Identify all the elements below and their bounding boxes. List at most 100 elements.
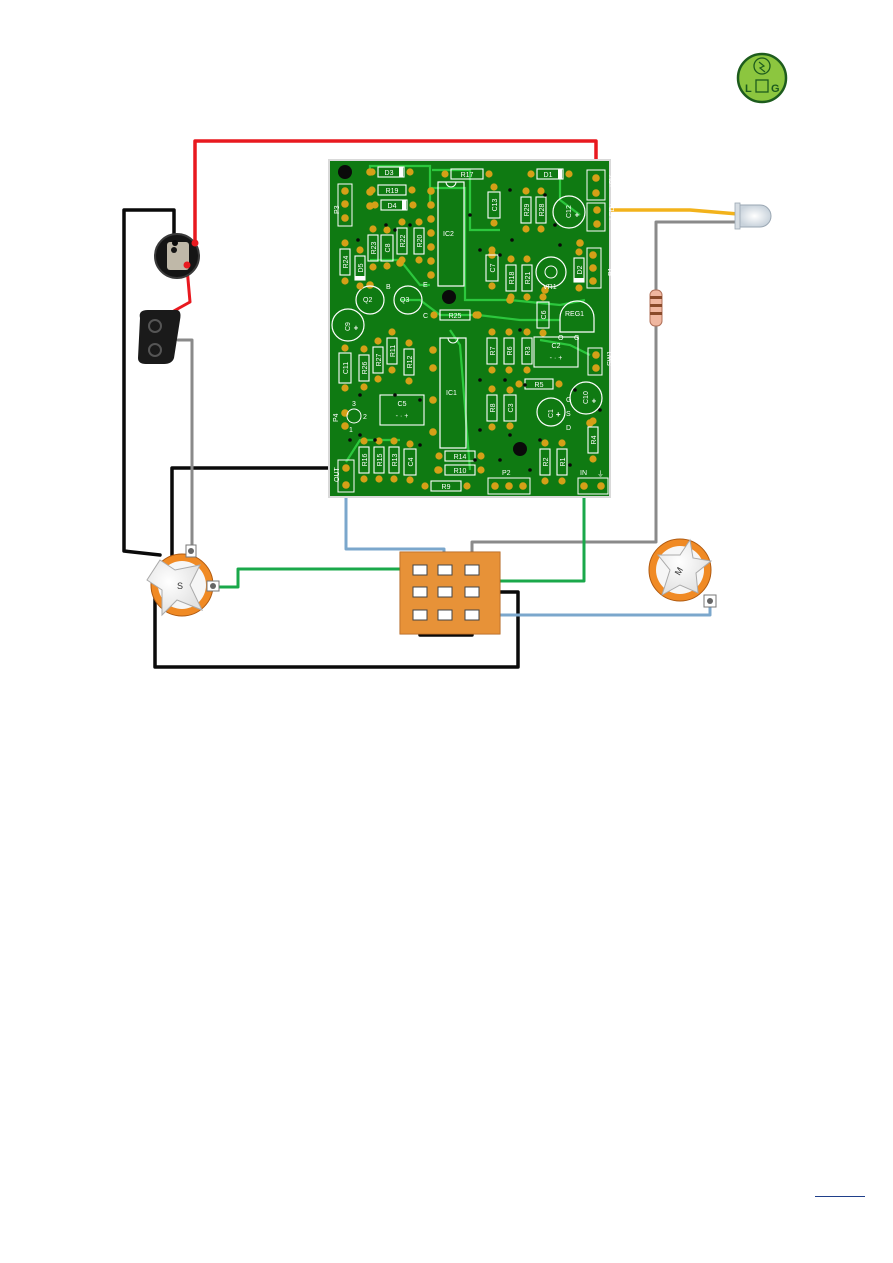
pin-label-o: O: [558, 335, 564, 342]
resistor-label: R5: [535, 382, 544, 389]
capacitor-label: C13: [492, 198, 499, 211]
via-layer: [348, 188, 602, 472]
resistor-label: R21: [525, 271, 532, 284]
via: [528, 468, 532, 472]
ground-symbol: ⏚: [597, 470, 604, 478]
via: [358, 393, 362, 397]
resistor-label: R11: [390, 345, 397, 357]
resistor-r28: R28: [535, 187, 547, 233]
diode-label: D5: [358, 263, 365, 272]
capacitor-label: C3: [508, 403, 515, 412]
wire-grey-battery: [176, 338, 194, 555]
resistor-label: R15: [377, 453, 384, 466]
wire-yellow-led: [596, 208, 740, 216]
via: [393, 228, 397, 232]
capacitor-label: C10: [583, 391, 590, 404]
via: [573, 388, 577, 392]
transistor-q2: Q2: [355, 285, 385, 315]
resistor-label: R23: [371, 241, 378, 254]
via: [478, 428, 482, 432]
ic1: IC1: [439, 337, 467, 449]
via: [510, 238, 514, 242]
plus-icon: +: [592, 397, 597, 406]
capacitor-c9: +C9: [331, 308, 365, 342]
transistor-q3: Q3: [393, 285, 423, 315]
pin-label-led: LED+: [609, 202, 616, 220]
capacitor-c3: C3: [503, 386, 517, 430]
capacitor-label: C1: [548, 409, 555, 418]
diode-d3: D3: [368, 166, 414, 178]
via: [523, 383, 527, 387]
resistor-r29: R29: [520, 187, 532, 233]
resistor-label: R22: [400, 234, 407, 247]
resistor-r12: R12: [403, 339, 415, 385]
resistor-r16: R16: [358, 437, 370, 483]
via: [518, 328, 522, 332]
resistor-r19: R19: [368, 184, 416, 196]
p4-label: P4: [333, 413, 340, 422]
plus-icon: +: [575, 211, 580, 220]
resistor-r15: R15: [373, 437, 385, 483]
pin-label-b-q2: B: [386, 284, 391, 291]
via: [418, 443, 422, 447]
led-indicator: [734, 202, 772, 230]
dc-power-jack: [154, 233, 200, 279]
via: [348, 438, 352, 442]
pin-label-s: S: [566, 411, 571, 418]
capacitor-label: C7: [490, 263, 497, 272]
resistor-label: R24: [343, 255, 350, 268]
output-jack-label: S: [177, 581, 183, 591]
via: [508, 188, 512, 192]
capacitor-label: C11: [343, 362, 350, 374]
resistor-label: R9: [442, 484, 451, 491]
via: [543, 193, 547, 197]
resistor-r24: R24: [339, 239, 351, 285]
wire-green-out-jack: [216, 567, 412, 589]
diode-label: D2: [577, 265, 584, 274]
pin-label-d: D: [566, 425, 571, 432]
resistor-r9: R9: [421, 480, 471, 492]
resistor-r3: R3: [521, 328, 533, 374]
led-resistor: [649, 289, 663, 327]
p4-pin-1: 1: [349, 427, 353, 434]
capacitor-c10: +C10: [569, 381, 603, 415]
via: [473, 458, 477, 462]
resistor-r2: R2: [539, 439, 551, 485]
resistor-label: R7: [490, 346, 497, 355]
pin-label-in: IN: [580, 470, 587, 477]
logo-letter-g: G: [771, 83, 780, 95]
pin-label-out: OUT: [334, 467, 341, 483]
capacitor-c2: C2- · +: [533, 336, 579, 368]
via: [498, 253, 502, 257]
resistor-label: R28: [539, 203, 546, 216]
p2-label: P2: [502, 470, 511, 477]
capacitor-label: C6: [541, 310, 548, 319]
capacitor-c13: C13: [487, 183, 501, 227]
capacitor-label: C5: [398, 401, 407, 408]
capacitor-label: C4: [408, 457, 415, 466]
via: [418, 398, 422, 402]
logo: L G: [736, 52, 788, 104]
resistor-label: R16: [362, 453, 369, 466]
resistor-r17: R17: [441, 168, 493, 180]
trimmer-vr1: VR1: [535, 256, 567, 291]
ic2-label: IC2: [443, 231, 454, 238]
diode-d1: D1: [527, 168, 573, 180]
polarity-icon: - · +: [396, 413, 409, 420]
via: [478, 378, 482, 382]
input-jack-label: M: [673, 565, 685, 576]
resistor-label: R19: [386, 188, 399, 195]
capacitor-c5: C5 - · +: [379, 394, 425, 426]
ic2: IC2: [437, 181, 465, 287]
resistor-label: R29: [524, 203, 531, 216]
resistor-label: R10: [454, 468, 467, 475]
wire-black-out-ground: [170, 466, 346, 560]
capacitor-c11: C11: [338, 344, 352, 392]
resistor-label: R12: [407, 355, 414, 368]
resistor-r7: R7: [486, 328, 498, 374]
page-footer-rule: [815, 1196, 865, 1197]
regulator-reg1: REG1 O G: [558, 300, 595, 342]
via: [538, 438, 542, 442]
p4-pin-2: 2: [363, 414, 367, 421]
